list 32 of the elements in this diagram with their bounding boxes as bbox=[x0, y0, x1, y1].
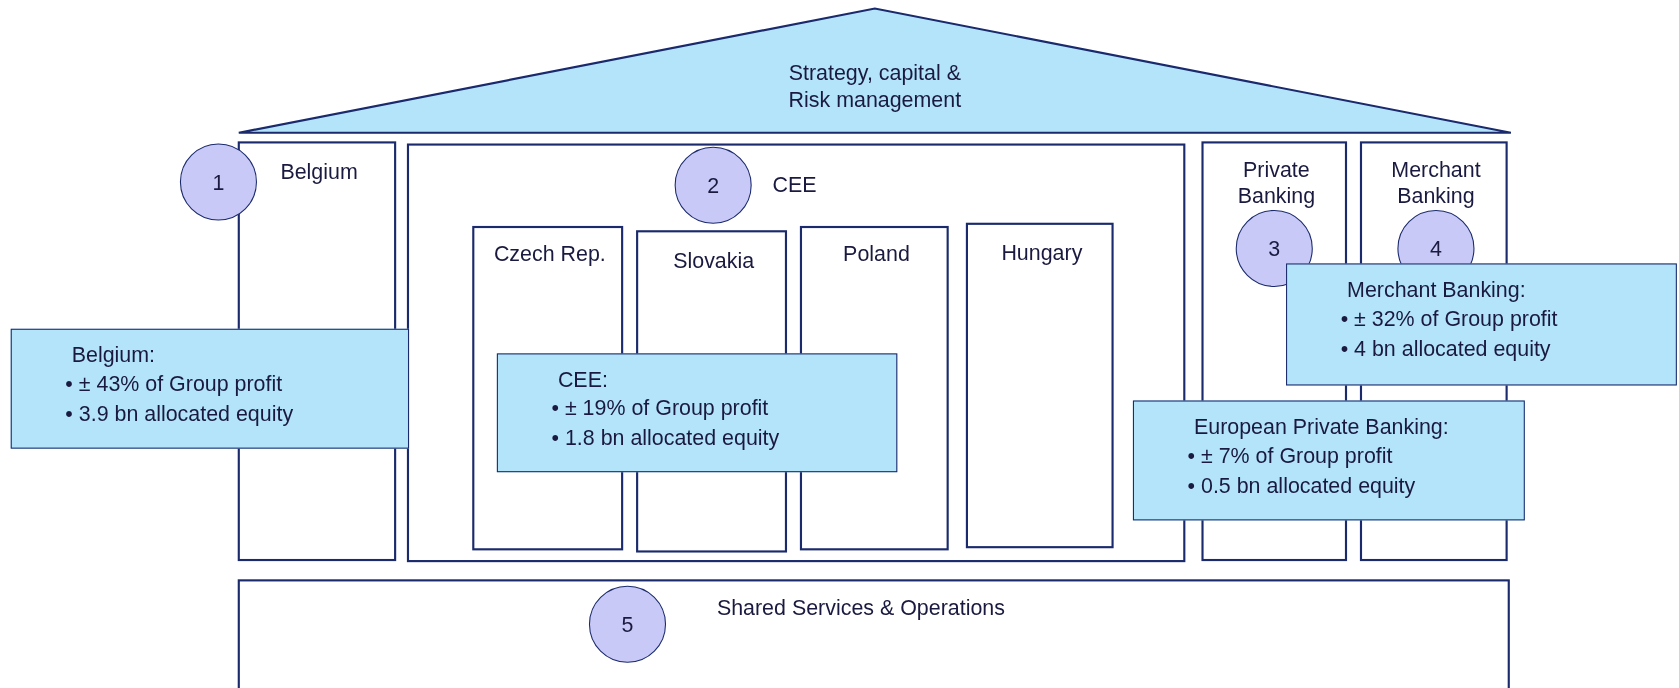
callout-heading: European Private Banking: bbox=[1193, 413, 1450, 441]
number-circle: 1 bbox=[179, 143, 257, 221]
country-label: Hungary bbox=[1000, 239, 1084, 267]
roof-label: Strategy, capital & Risk management bbox=[787, 60, 963, 114]
info-tooltip bbox=[1286, 263, 1677, 386]
country-label: Poland bbox=[842, 241, 911, 268]
number-circle: 3 bbox=[1235, 209, 1313, 287]
section-box bbox=[406, 143, 1186, 563]
info-tooltip bbox=[1132, 400, 1525, 521]
bullet-item: • 1.8 bn allocated equity bbox=[551, 425, 781, 452]
callout-heading: CEE: bbox=[557, 366, 609, 393]
bullet-item: • 4 bn allocated equity bbox=[1340, 335, 1552, 363]
base-label: Shared Services & Operations bbox=[715, 594, 1006, 622]
section-label: CEE bbox=[771, 171, 818, 198]
pillar-label: Belgium bbox=[279, 158, 359, 186]
country-box bbox=[965, 222, 1114, 549]
bullet-item: • ± 32% of Group profit bbox=[1340, 305, 1559, 333]
bullet-item: • 3.9 bn allocated equity bbox=[65, 400, 295, 428]
callout-heading: Belgium: bbox=[71, 341, 157, 369]
country-label: Slovakia bbox=[672, 247, 756, 274]
number-circle: 5 bbox=[588, 585, 667, 663]
info-tooltip bbox=[10, 328, 410, 449]
bullet-item: • ± 7% of Group profit bbox=[1187, 442, 1394, 470]
bullet-item: • ± 43% of Group profit bbox=[65, 370, 284, 398]
number-circle: 2 bbox=[674, 146, 752, 224]
pillar-label: Merchant Banking bbox=[1390, 156, 1482, 210]
bullet-item: • ± 19% of Group profit bbox=[551, 395, 770, 422]
bullet-item: • 0.5 bn allocated equity bbox=[1187, 472, 1417, 500]
info-tooltip bbox=[496, 353, 898, 473]
country-label: Czech Rep. bbox=[492, 241, 607, 268]
pillar-label: Private Banking bbox=[1236, 156, 1317, 210]
base-band bbox=[237, 579, 1510, 688]
